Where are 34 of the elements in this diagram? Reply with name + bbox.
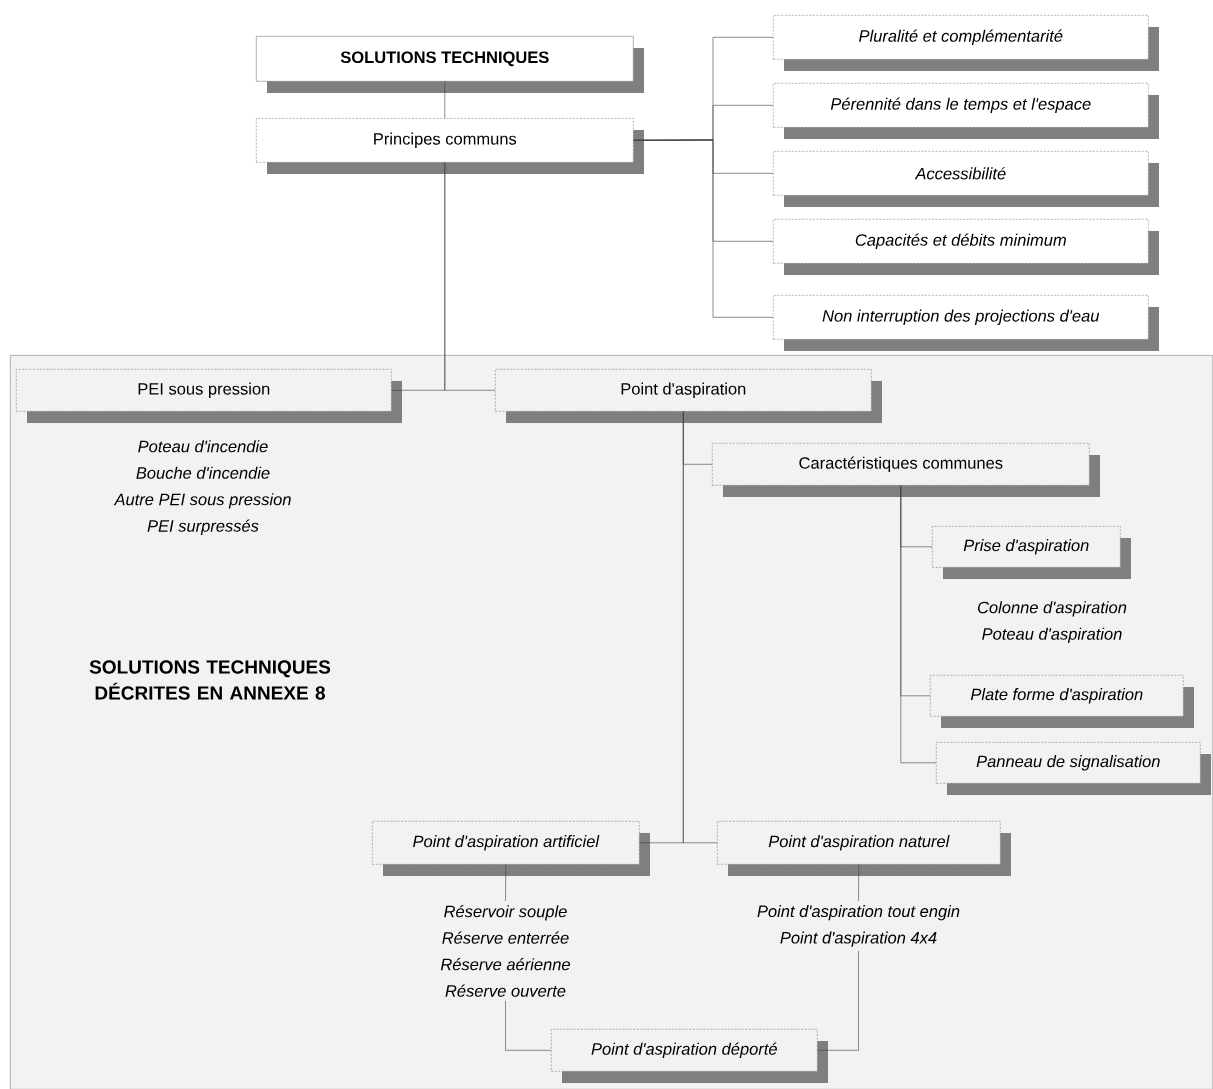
process-box: Caractéristiques communes — [712, 443, 1100, 497]
node-label: PEI surpressés — [147, 519, 259, 536]
process-box: Principes communs — [256, 118, 644, 174]
item-list: Point d'aspiration tout engin Point d'aspiration 4x4 — [757, 905, 960, 947]
process-box: Prise d'aspiration — [932, 526, 1131, 579]
connector-line — [683, 411, 718, 844]
connector-line — [858, 864, 860, 902]
connector-line — [444, 162, 496, 391]
node-label: Poteau d'incendie — [138, 440, 268, 453]
process-box: Point d'aspiration artificiel — [372, 821, 650, 876]
node-label: Bouche d'incendie — [136, 466, 270, 479]
connector-line — [505, 864, 507, 902]
process-box: PEI sous pression — [16, 369, 402, 423]
item-list: Poteau d'incendie Bouche d'incendie Autre PEI sous pression PEI surpressés — [113, 440, 291, 536]
item-list: Colonne d'aspiration Poteau d'aspiration — [977, 601, 1127, 644]
process-box: Point d'aspiration — [495, 369, 882, 423]
process-box: Plate forme d'aspiration — [930, 675, 1194, 728]
process-box: Pluralité et complémentarité — [773, 15, 1159, 71]
connector-line — [817, 950, 859, 1051]
connector-line — [900, 485, 937, 764]
process-box: Point d'aspiration naturel — [717, 821, 1011, 876]
process-box: Point d'aspiration déporté — [551, 1029, 828, 1083]
process-box: Capacités et débits minimum — [773, 219, 1159, 275]
process-box: SOLUTIONS TECHNIQUES — [256, 36, 644, 93]
connector-line — [633, 139, 774, 318]
process-box: Non interruption des projections d'eau — [773, 295, 1159, 351]
panel-heading: SOLUTIONS TECHNIQUES DÉCRITES EN ANNEXE 8 — [89, 660, 331, 700]
process-box: Pérennité dans le temps et l'espace — [773, 83, 1159, 139]
process-box: Accessibilité — [773, 151, 1159, 207]
process-box: Panneau de signalisation — [936, 742, 1211, 795]
node-label: Autre PEI sous pression — [113, 493, 291, 509]
connector-line — [505, 1000, 552, 1051]
item-list: Réservoir souple Réserve enterrée Réserve aérienne Réserve ouverte — [440, 905, 570, 997]
connector-line — [444, 81, 446, 119]
